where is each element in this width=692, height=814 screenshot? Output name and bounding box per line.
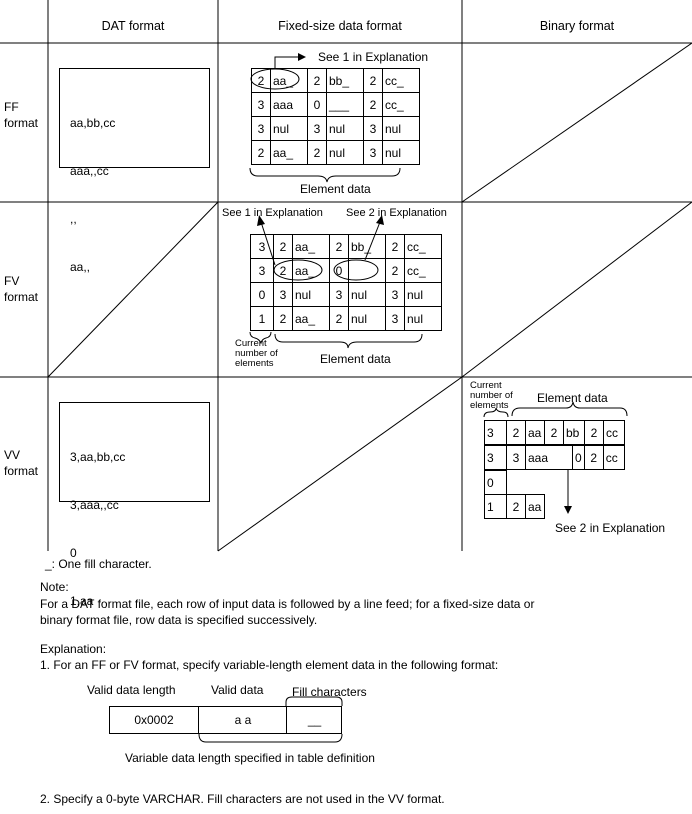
valid-data-label: Valid data xyxy=(211,683,264,697)
explanation-item-1: 1. For an FF or FV format, specify varia… xyxy=(40,658,499,672)
vv-binary-row-2: 3 3 aaa 0 2 cc xyxy=(484,445,625,470)
explanation-caption: Variable data length specified in table … xyxy=(125,751,375,765)
row-label-ff: FF format xyxy=(4,100,39,130)
ff-see1-label: See 1 in Explanation xyxy=(318,50,429,64)
ff-dat-box: aa,bb,cc aaa,,cc ,, aa,, xyxy=(59,68,210,274)
table-row: 3 3 aaa 0 2 cc xyxy=(484,445,625,470)
table-row: 1 2 aa xyxy=(484,494,545,519)
vv-current-count-label: Current number of elements xyxy=(470,380,513,411)
fv-see1-label: See 1 in Explanation xyxy=(222,207,323,219)
row-label-fv: FV format xyxy=(4,274,39,304)
valid-data-value: a a xyxy=(234,713,252,727)
divider xyxy=(286,707,287,733)
row-label-vv: VV format xyxy=(4,448,39,478)
ff-see1-arrow xyxy=(274,56,300,69)
table-row: 0 xyxy=(484,470,507,495)
fv-element-brace xyxy=(274,333,423,349)
vv-element-brace xyxy=(511,401,628,417)
vv-count-brace xyxy=(483,407,509,418)
note-line-1: For a DAT format file, each row of input… xyxy=(40,597,535,611)
fv-element-data-label: Element data xyxy=(320,352,391,366)
note-title: Note: xyxy=(40,580,69,594)
fv-see2-arrow xyxy=(364,221,381,261)
arrow-head-icon xyxy=(564,506,572,514)
valid-length-label: Valid data length xyxy=(87,683,176,697)
fv-current-count-label: Current number of elements xyxy=(235,338,278,369)
vv-binary-row-1: 3 2 aa 2 bb 2 cc xyxy=(484,420,625,445)
arrow-head-icon xyxy=(257,215,265,226)
explanation-item-2: 2. Specify a 0-byte VARCHAR. Fill charac… xyxy=(40,792,445,806)
ff-element-brace xyxy=(249,167,401,183)
fill-top-bracket xyxy=(285,696,343,706)
arrow-head-icon xyxy=(298,53,306,61)
vv-binary-row-3: 0 xyxy=(484,470,507,495)
arrow-head-icon xyxy=(376,215,384,225)
fill-char-legend: _: One fill character. xyxy=(45,557,152,571)
header-dat-format: DAT format xyxy=(101,19,165,33)
fill-chars-label: Fill characters xyxy=(292,685,367,699)
vv-binary-row-4: 1 2 aa xyxy=(484,494,545,519)
valid-length-value: 0x0002 xyxy=(134,713,174,727)
fv-highlight-ellipse-2 xyxy=(333,259,379,281)
explanation-field-diagram: 0x0002 a a __ xyxy=(109,706,342,734)
header-fixed-size-format: Fixed-size data format xyxy=(278,19,402,33)
table-row: 3 2 aa 2 bb 2 cc xyxy=(484,420,625,445)
fv-count-brace xyxy=(249,331,272,345)
note-line-2: binary format file, row data is specifie… xyxy=(40,613,318,627)
header-binary-format: Binary format xyxy=(539,19,615,33)
fv-see2-label: See 2 in Explanation xyxy=(346,207,447,219)
explanation-title: Explanation: xyxy=(40,642,107,656)
fv-see1-arrow xyxy=(260,221,276,266)
fill-value: __ xyxy=(307,713,322,727)
divider xyxy=(198,707,199,733)
ff-element-data-label: Element data xyxy=(300,182,371,196)
caption-bottom-bracket xyxy=(198,733,343,743)
vv-element-data-label: Element data xyxy=(537,391,608,405)
fv-highlight-ellipse-1 xyxy=(273,259,323,281)
vv-see2-label: See 2 in Explanation xyxy=(555,521,666,535)
vv-dat-box: 3,aa,bb,cc 3,aaa,,cc 0 1,aa xyxy=(59,402,210,608)
